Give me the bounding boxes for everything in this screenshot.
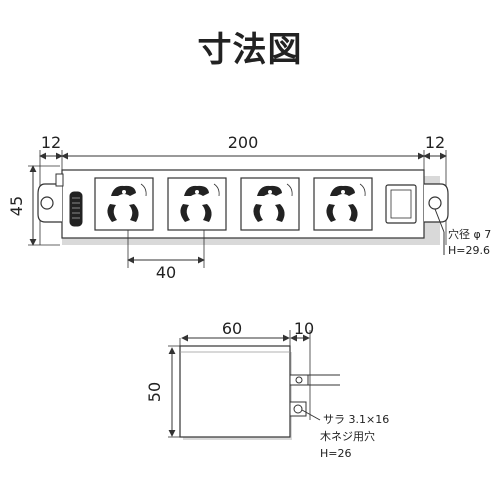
socket-slot-left [326,204,336,222]
hole-note-leader [434,208,445,255]
outlet-1 [94,177,154,231]
left-mount-hole [40,196,54,210]
outlet-frame [313,177,373,231]
outlet-frame [94,177,154,231]
outlet-4 [313,177,373,231]
hole-note-diameter: 穴径 φ 7 [448,227,491,241]
socket-ground [341,190,345,194]
side-view [168,330,340,440]
hole-note-height: H=29.6 [448,244,490,257]
socket-slot-right [275,204,285,222]
dim-label-total: 200 [228,133,259,152]
right-mount-hole [428,196,442,210]
socket-slot-left [180,204,190,222]
socket-arc [140,183,147,197]
dim-label-left: 12 [41,133,61,152]
outlet-frame [167,177,227,231]
socket-ground [122,190,126,194]
pitch-dimension [127,230,205,268]
socket-ground [195,190,199,194]
socket-arc [286,183,293,197]
side-dim-label-tab: 10 [294,319,314,338]
socket-slot-right [348,204,358,222]
screw-note-type: 木ネジ用穴 [320,429,375,443]
socket-slot-left [253,204,263,222]
dim-label-right: 12 [425,133,445,152]
side-dim-label-width: 60 [222,319,242,338]
outlet-row [94,177,373,231]
top-view [28,150,449,246]
socket-ground [268,190,272,194]
dim-label-height: 45 [7,196,26,216]
socket-arc [213,183,220,197]
screw-note-spec: サラ 3.1×16 [323,413,389,426]
page-title: 寸法図 [197,30,303,70]
outlet-2 [167,177,227,231]
socket-arc [359,183,366,197]
socket-slot-right [202,204,212,222]
indicator-lamp [69,191,83,227]
outlet-3 [240,177,300,231]
socket-slot-left [107,204,117,222]
side-dim-label-height: 50 [145,382,164,402]
screw-note-height: H=26 [320,447,352,460]
outlet-frame [240,177,300,231]
side-body [179,345,291,438]
socket-slot-right [129,204,139,222]
dim-label-pitch: 40 [156,263,176,282]
